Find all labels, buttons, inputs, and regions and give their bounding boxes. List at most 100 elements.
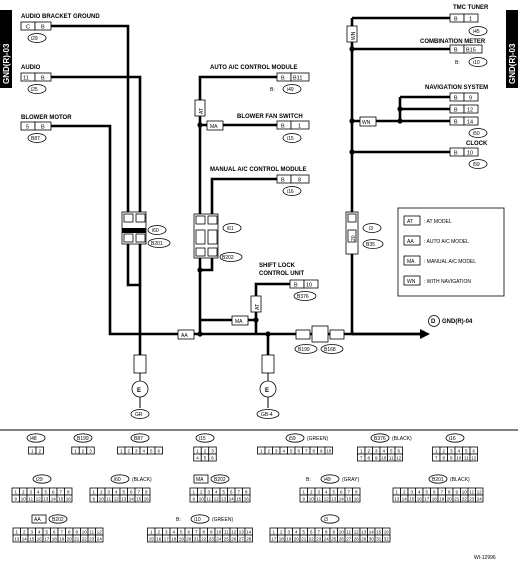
side-tab-left: GND(R)-03 — [0, 10, 12, 88]
shift-lock-name2: CONTROL UNIT — [259, 271, 305, 277]
conn-label-i48: i48 — [30, 436, 37, 442]
wire-markers: AT MA MA AA AT WN WN — [177, 25, 377, 340]
pin-number: 13 — [221, 497, 227, 502]
pin-cell — [244, 534, 253, 543]
pin-number: 16 — [37, 537, 43, 542]
pin-number: 26 — [339, 537, 345, 542]
manual-ac-module: MANUAL A/C CONTROL MODULE B 8 i16 — [210, 167, 310, 196]
conn-label-i29: i29 — [36, 477, 43, 483]
audio-pin-b: B — [41, 76, 45, 82]
pin-number: 10 — [309, 497, 315, 502]
pin-number: 18 — [279, 537, 285, 542]
pin-number: 5 — [332, 490, 335, 495]
pin-number: 12 — [114, 497, 120, 502]
conn-label-b199: B199 — [77, 436, 89, 442]
svg-text:MA: MA — [235, 319, 243, 325]
pin-number: 3 — [89, 449, 92, 454]
cm-prefix: B: — [455, 60, 460, 66]
pin-number: 2 — [310, 490, 313, 495]
tmc-pin-a: B — [454, 17, 458, 23]
legend: AT : AT MODEL AA : AUTO A/C MODEL MA : M… — [397, 207, 505, 297]
pin-number: 5 — [302, 530, 305, 535]
pin-number: 5 — [204, 456, 207, 461]
side-label-left: GND(R)-03 — [2, 43, 11, 84]
pin-number: 2 — [100, 490, 103, 495]
pin-number: 1 — [192, 490, 195, 495]
pin-number: 11 — [346, 530, 351, 535]
pin-number: 5 — [180, 530, 183, 535]
j1-conn1: i60 — [152, 228, 159, 234]
pin-number: 7 — [237, 490, 240, 495]
pin-number: 23 — [316, 537, 322, 542]
pin-number: 7 — [60, 530, 63, 535]
nav-pin-a1: B — [454, 96, 458, 102]
pin-number: 3 — [207, 490, 210, 495]
pin-number: 17 — [44, 537, 50, 542]
pin-number: 15 — [376, 530, 382, 535]
sl-pin-a: B — [294, 283, 298, 289]
pin-number: 4 — [282, 449, 285, 454]
pin-number: 11 — [89, 530, 94, 535]
pin-number: 8 — [325, 530, 328, 535]
pin-number: 2 — [267, 449, 270, 454]
conn-note-b201: (BLACK) — [450, 477, 470, 483]
pin-number: 15 — [346, 497, 352, 502]
pin-number: 5 — [222, 490, 225, 495]
pin-number: 4 — [172, 530, 175, 535]
b168-label: B168 — [324, 347, 336, 353]
nav-pin-a2: B — [454, 108, 458, 114]
sl-pin-b: 10 — [306, 283, 312, 289]
pin-number: 3 — [107, 490, 110, 495]
conn-label-oval — [73, 433, 93, 443]
pin-number: 10 — [326, 449, 332, 454]
pin-number: 15 — [58, 497, 64, 502]
pin-cell — [394, 453, 403, 462]
pin-number: 21 — [194, 537, 200, 542]
conn-label-oval — [48, 514, 68, 524]
pin-number: 9 — [375, 456, 378, 461]
pin-number: 2 — [280, 530, 283, 535]
pin-cell — [142, 494, 151, 503]
conn-prefix: B: — [176, 517, 181, 523]
manual-ac-name: MANUAL A/C CONTROL MODULE — [210, 167, 307, 173]
pin-number: 9 — [450, 456, 453, 461]
audio-bracket-ground: AUDIO BRACKET GROUND C B i29 — [20, 14, 100, 43]
pin-number: 3 — [275, 449, 278, 454]
pin-number: 9 — [75, 530, 78, 535]
gb4-symbol: E — [265, 388, 269, 394]
conn-label-oval — [130, 433, 150, 443]
pin-number: 10 — [21, 497, 27, 502]
pin-number: 7 — [305, 449, 308, 454]
conn-label-oval — [320, 514, 340, 524]
auto-ac-module: AUTO A/C CONTROL MODULE B B11 B: i49 — [210, 65, 310, 94]
pin-number: 1 — [150, 530, 153, 535]
conn-label-oval — [285, 433, 305, 443]
left-wires — [51, 24, 420, 355]
marker-ma-2: MA — [231, 315, 249, 326]
audio-bracket-ground-name: AUDIO BRACKET GROUND — [21, 14, 100, 20]
nav-name: NAVIGATION SYSTEM — [425, 85, 488, 91]
pin-number: 18 — [171, 537, 177, 542]
pin-cell — [382, 534, 391, 543]
bfs-name: BLOWER FAN SWITCH — [237, 114, 303, 120]
pin-number: 8 — [442, 456, 445, 461]
pin-number: 5 — [122, 490, 125, 495]
audio: AUDIO 11 B i25 — [20, 65, 52, 94]
pin-number: 4 — [295, 530, 298, 535]
pin-number: 14 — [22, 537, 28, 542]
pin-number: 6 — [230, 490, 233, 495]
pin-number: 23 — [469, 497, 475, 502]
b199-label: B199 — [298, 347, 310, 353]
pin-number: 3 — [165, 530, 168, 535]
gr-label: GR — [135, 412, 143, 418]
pin-number: 1 — [272, 530, 275, 535]
pin-number: 4 — [142, 449, 145, 454]
pin-number: 12 — [231, 530, 237, 535]
pin-number: 16 — [66, 497, 72, 502]
audio-conn: i25 — [31, 87, 38, 93]
pin-number: 4 — [215, 490, 218, 495]
pin-number: 18 — [52, 537, 58, 542]
pin-number: 14 — [339, 497, 345, 502]
pin-number: 4 — [418, 490, 421, 495]
marker-wn-2: WN — [359, 116, 377, 127]
